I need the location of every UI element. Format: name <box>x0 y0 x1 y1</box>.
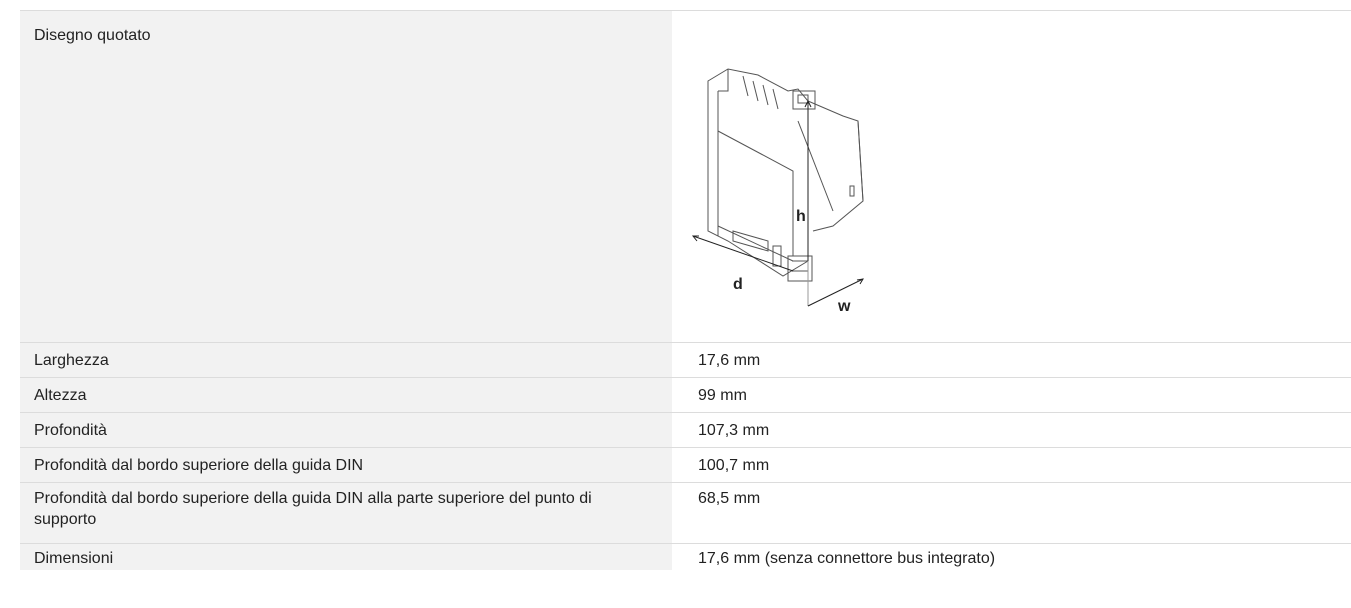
height-dim-label: h <box>796 208 806 225</box>
spec-value: 100,7 mm <box>672 448 1351 482</box>
width-dim-label: w <box>837 298 851 311</box>
spec-value: 17,6 mm (senza connettore bus integrato) <box>672 544 1351 570</box>
dimension-drawing-image: h d w <box>691 68 864 311</box>
depth-dim-label: d <box>733 276 743 293</box>
dimension-drawing-cell: h d w <box>672 11 1351 342</box>
spec-table: Disegno quotato <box>20 10 1351 570</box>
spec-label: Altezza <box>20 378 672 412</box>
spec-row-dimensions: Dimensioni 17,6 mm (senza connettore bus… <box>20 544 1351 570</box>
spec-row-depth-din-support: Profondità dal bordo superiore della gui… <box>20 483 1351 544</box>
spec-row-height: Altezza 99 mm <box>20 378 1351 413</box>
spec-value: 107,3 mm <box>672 413 1351 447</box>
dimension-drawing-row: Disegno quotato <box>20 11 1351 343</box>
spec-row-depth-din: Profondità dal bordo superiore della gui… <box>20 448 1351 483</box>
spec-label: Profondità <box>20 413 672 447</box>
spec-label: Larghezza <box>20 343 672 377</box>
spec-row-width: Larghezza 17,6 mm <box>20 343 1351 378</box>
spec-row-depth: Profondità 107,3 mm <box>20 413 1351 448</box>
spec-value: 68,5 mm <box>672 483 1351 543</box>
dimension-drawing-label: Disegno quotato <box>20 11 672 342</box>
spec-label: Profondità dal bordo superiore della gui… <box>20 483 672 543</box>
spec-label: Dimensioni <box>20 544 672 570</box>
spec-value: 99 mm <box>672 378 1351 412</box>
spec-label: Profondità dal bordo superiore della gui… <box>20 448 672 482</box>
spec-value: 17,6 mm <box>672 343 1351 377</box>
